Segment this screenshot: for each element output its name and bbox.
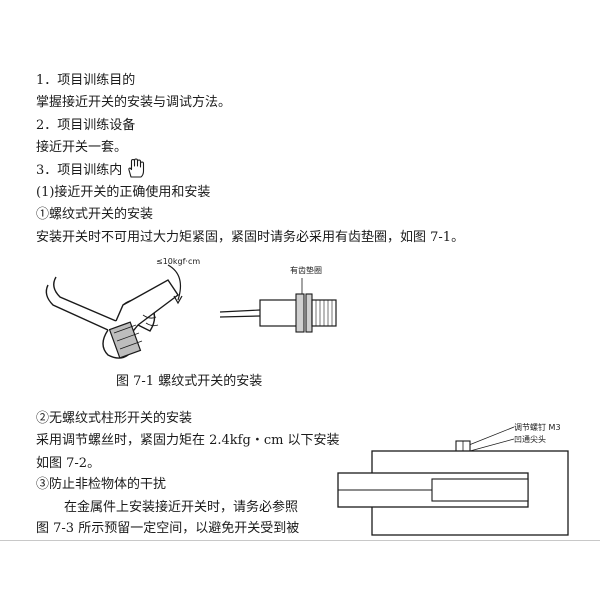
item-3-body-2: 图 7-3 所示预留一定空间，以避免开关受到被 — [36, 521, 300, 536]
section-3-heading: 3．项目训练内 — [36, 163, 123, 178]
figure-7-1-sensor-illustration — [219, 278, 337, 333]
document-page: 1．项目训练目的 掌握接近开关的安装与调试方法。 2．项目训练设备 接近开关一套… — [36, 73, 569, 536]
item-2-body-2: 如图 7-2。 — [36, 456, 101, 471]
hand-cursor-icon — [128, 158, 145, 178]
section-1-body: 掌握接近开关的安装与调试方法。 — [36, 95, 232, 110]
section-1-heading: 1．项目训练目的 — [36, 73, 136, 88]
torque-label: ≤10kgf·cm — [156, 257, 201, 266]
item-1-body: 安装开关时不可用过大力矩紧固，紧固时请务必采用有齿垫圈，如图 7-1。 — [36, 230, 465, 245]
subsection-1-heading: (1)接近开关的正确使用和安装 — [36, 185, 211, 200]
figure-7-1-wrench-illustration — [45, 264, 183, 359]
item-1-heading: ①螺纹式开关的安装 — [36, 207, 154, 222]
item-2-heading: ②无螺纹式柱形开关的安装 — [36, 411, 193, 426]
figure-7-2-cylinder-illustration — [337, 426, 569, 536]
section-2-heading: 2．项目训练设备 — [36, 118, 136, 133]
figure-7-1-caption: 图 7-1 螺纹式开关的安装 — [116, 374, 263, 389]
item-3-heading: ③防止非检物体的干扰 — [36, 477, 167, 492]
item-3-body-1: 在金属件上安装接近开关时，请务必参照 — [64, 500, 299, 515]
item-2-body-1: 采用调节螺丝时，紧固力矩在 2.4kfg・cm 以下安装 — [36, 433, 340, 448]
screw-label: 调节螺钉 M3 — [514, 423, 561, 432]
tip-label: 凹通尖头 — [514, 435, 546, 444]
section-2-body: 接近开关一套。 — [36, 140, 128, 155]
page-bottom-margin — [0, 540, 600, 601]
washer-label: 有齿垫圈 — [290, 266, 322, 275]
